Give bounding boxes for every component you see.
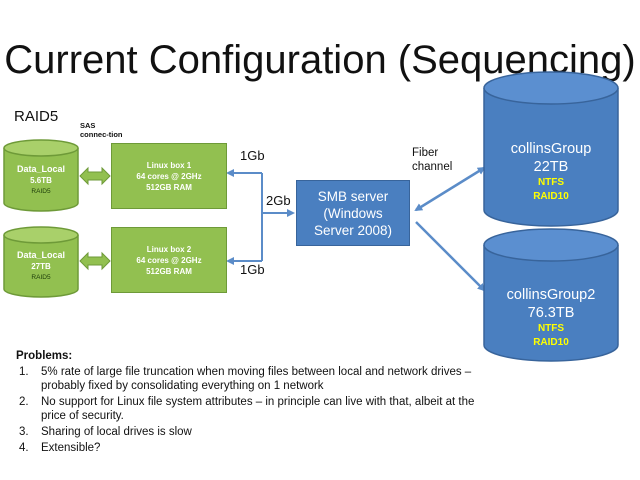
storage-1-cylinder bbox=[483, 71, 619, 227]
storage-2-size: 76.3TB bbox=[527, 305, 575, 321]
link-label-top: 1Gb bbox=[240, 148, 265, 163]
storage-1-size: 22TB bbox=[533, 159, 569, 175]
local-disk-1-size: 5.6TB bbox=[30, 176, 52, 185]
storage-2: collinsGroup2 76.3TB NTFS RAID10 bbox=[484, 286, 618, 350]
storage-1-fs: NTFS bbox=[537, 177, 565, 188]
storage-2-name: collinsGroup2 bbox=[506, 287, 596, 303]
problems-section: Problems: 1. 5% rate of large file trunc… bbox=[16, 349, 626, 457]
storage-2-cylinder bbox=[483, 228, 619, 362]
local-disk-2-cylinder bbox=[3, 226, 79, 298]
problem-1-number: 1. bbox=[19, 366, 29, 378]
network-connector bbox=[226, 169, 295, 265]
problem-3-number: 3. bbox=[19, 426, 29, 438]
problem-4-number: 4. bbox=[19, 442, 29, 454]
problem-2-number: 2. bbox=[19, 396, 29, 408]
problem-item-2: 2. No support for Linux file system attr… bbox=[16, 395, 626, 423]
smb-server-line1: SMB server bbox=[317, 188, 389, 204]
problem-1-line2: probably fixed by consolidating everythi… bbox=[41, 380, 324, 392]
storage-2-fs: NTFS bbox=[537, 323, 565, 334]
link-label-middle: 2Gb bbox=[266, 193, 291, 208]
linux-box-2-name: Linux box 2 bbox=[146, 244, 192, 254]
smb-server-line3: Server 2008) bbox=[313, 222, 393, 238]
storage-1-name: collinsGroup bbox=[510, 141, 592, 157]
local-disk-2: Data_Local 27TB RAID5 bbox=[4, 250, 78, 283]
sas-connection-label: SAS connec-tion bbox=[80, 121, 123, 139]
linux-box-2-ram: 512GB RAM bbox=[146, 266, 192, 276]
local-disk-2-size: 27TB bbox=[31, 262, 51, 271]
problems-heading: Problems: bbox=[16, 350, 73, 362]
linux-box-2-cores: 64 cores @ 2GHz bbox=[136, 255, 202, 265]
local-disk-2-raid: RAID5 bbox=[31, 274, 51, 281]
fiber-arrow-top bbox=[414, 166, 486, 212]
problem-2-line1: No support for Linux file system attribu… bbox=[41, 396, 475, 408]
raid5-label: RAID5 bbox=[14, 108, 59, 125]
fiber-arrow-bottom bbox=[415, 221, 486, 292]
linux-box-1-name: Linux box 1 bbox=[146, 160, 192, 170]
storage-1-raid: RAID10 bbox=[533, 191, 569, 202]
problem-item-1: 1. 5% rate of large file truncation when… bbox=[16, 365, 626, 393]
problems-list: 1. 5% rate of large file truncation when… bbox=[16, 365, 626, 455]
local-disk-1: Data_Local 5.6TB RAID5 bbox=[4, 164, 78, 197]
storage-2-raid: RAID10 bbox=[533, 337, 569, 348]
problem-2-line2: price of security. bbox=[41, 410, 124, 422]
local-disk-1-raid: RAID5 bbox=[31, 188, 51, 195]
problem-item-4: 4. Extensible? bbox=[16, 441, 626, 455]
problem-4-line1: Extensible? bbox=[41, 442, 101, 454]
local-disk-2-name: Data_Local bbox=[16, 250, 66, 260]
linux-box-1: Linux box 1 64 cores @ 2GHz 512GB RAM bbox=[111, 143, 227, 209]
problem-item-3: 3. Sharing of local drives is slow bbox=[16, 425, 626, 439]
smb-server-line2: (Windows bbox=[323, 205, 383, 221]
link-label-bottom: 1Gb bbox=[240, 262, 265, 277]
problem-3-line1: Sharing of local drives is slow bbox=[41, 426, 192, 438]
sas-arrow-2 bbox=[79, 251, 111, 271]
problem-1-line1: 5% rate of large file truncation when mo… bbox=[41, 366, 472, 378]
linux-box-2: Linux box 2 64 cores @ 2GHz 512GB RAM bbox=[111, 227, 227, 293]
local-disk-1-cylinder bbox=[3, 139, 79, 212]
storage-1: collinsGroup 22TB NTFS RAID10 bbox=[484, 140, 618, 204]
sas-arrow-1 bbox=[79, 166, 111, 186]
linux-box-1-cores: 64 cores @ 2GHz bbox=[136, 171, 202, 181]
smb-server: SMB server (Windows Server 2008) bbox=[296, 180, 410, 246]
linux-box-1-ram: 512GB RAM bbox=[146, 182, 192, 192]
local-disk-1-name: Data_Local bbox=[16, 164, 66, 174]
